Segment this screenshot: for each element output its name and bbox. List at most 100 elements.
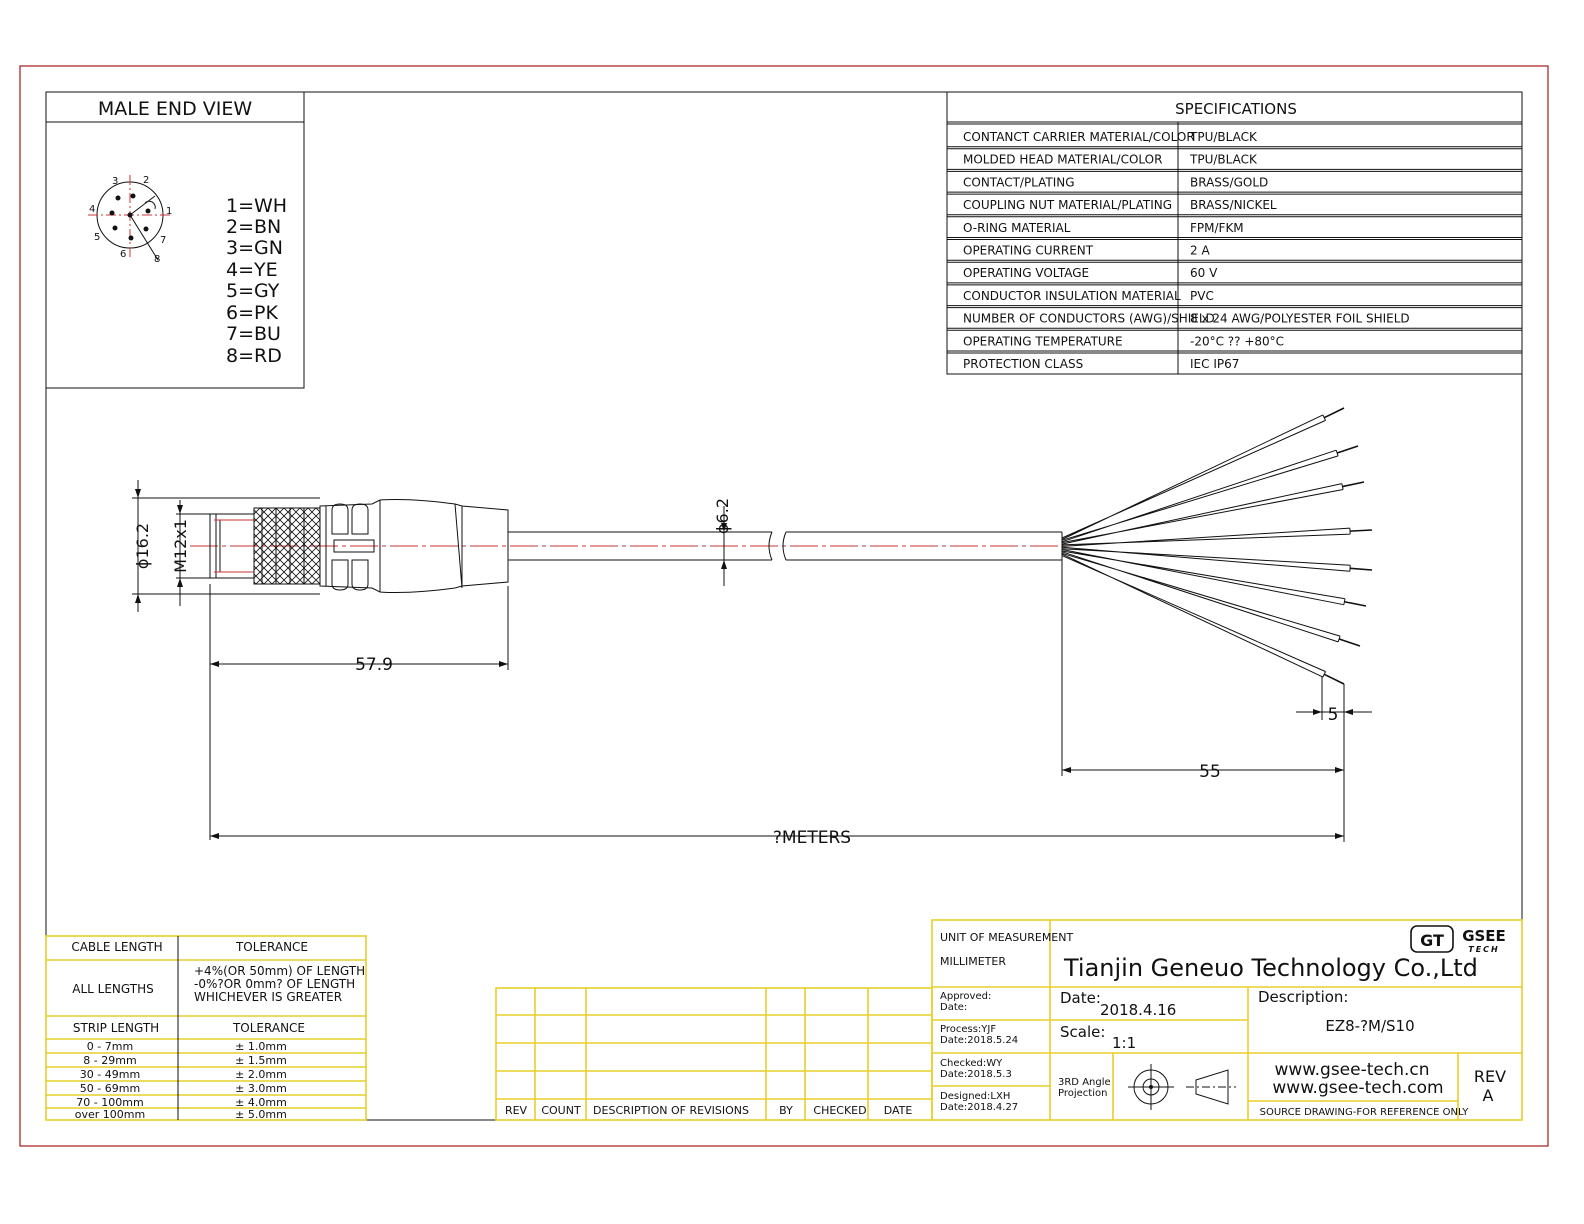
designed-date: Date:2018.4.27 (940, 1102, 1018, 1113)
approved-label: Approved: (940, 991, 991, 1002)
spec-value: 8 x 24 AWG/POLYESTER FOIL SHIELD (1190, 312, 1410, 326)
source-note: SOURCE DRAWING-FOR REFERENCE ONLY (1260, 1107, 1470, 1118)
description-header: DESCRIPTION OF REVISIONS (593, 1104, 749, 1117)
head-length-label: 57.9 (355, 655, 393, 675)
spec-label: OPERATING VOLTAGE (963, 266, 1089, 280)
unit-value: MILLIMETER (940, 955, 1006, 968)
strip-tolerance-header: TOLERANCE (232, 1021, 305, 1035)
pin-number-1: 1 (166, 206, 172, 217)
pin-color-2: 2=BN (226, 216, 281, 238)
spec-label: OPERATING CURRENT (963, 244, 1094, 258)
pin-6 (128, 235, 134, 241)
unit-label: UNIT OF MEASUREMENT (940, 931, 1073, 944)
process-by: Process:YJF (940, 1024, 996, 1035)
strip-short-label: 5 (1328, 705, 1339, 725)
spec-label: OPERATING TEMPERATURE (963, 334, 1123, 348)
pin-number-7: 7 (160, 235, 166, 246)
cable-tolerance-table: CABLE LENGTH TOLERANCE ALL LENGTHS +4%(O… (45, 935, 367, 1121)
process-date: Date:2018.5.24 (940, 1035, 1018, 1046)
strip-row-tolerance: ± 4.0mm (235, 1096, 287, 1109)
all-lengths-line-3: WHICHEVER IS GREATER (194, 990, 342, 1004)
logo-sub: TECH (1468, 945, 1500, 954)
spec-label: CONDUCTOR INSULATION MATERIAL (963, 289, 1181, 303)
revision-table: REV COUNT DESCRIPTION OF REVISIONS BY CH… (495, 987, 933, 1121)
strip-row-length: 50 - 69mm (80, 1082, 140, 1095)
wire-insulation (1061, 527, 1351, 547)
wire-insulation (1061, 553, 1327, 678)
wire-insulation (1061, 551, 1341, 643)
scale-value: 1:1 (1112, 1034, 1136, 1052)
wire-conductor (1344, 600, 1367, 607)
logo-name: GSEE (1462, 927, 1506, 945)
checked-header: CHECKED (813, 1104, 866, 1117)
wire-insulation (1061, 483, 1344, 545)
strip-row-tolerance: ± 1.5mm (235, 1054, 287, 1067)
spec-label: CONTACT/PLATING (963, 175, 1075, 189)
wire-insulation (1061, 549, 1346, 606)
wire-conductor (1323, 407, 1345, 419)
pin-color-8: 8=RD (226, 345, 282, 367)
all-lengths-line-2: -0%?OR 0mm? OF LENGTH (194, 977, 355, 991)
third-angle-projection-symbol (1128, 1064, 1236, 1110)
title-block: UNIT OF MEASUREMENT MILLIMETER Tianjin G… (931, 919, 1523, 1121)
pin-color-4: 4=YE (226, 259, 278, 281)
projection-line-1: 3RD Angle (1058, 1077, 1111, 1088)
cable-tolerance-header: TOLERANCE (235, 940, 308, 954)
specifications-title: SPECIFICATIONS (1175, 100, 1297, 118)
pin-number-8: 8 (154, 254, 160, 265)
spec-label: NUMBER OF CONDUCTORS (AWG)/SHIELD (963, 312, 1215, 326)
spec-value: PVC (1190, 289, 1214, 303)
pin-8-leader (129, 214, 159, 261)
spec-label: MOLDED HEAD MATERIAL/COLOR (963, 153, 1162, 167)
head-label-slot (333, 539, 375, 553)
description-value: EZ8-?M/S10 (1325, 1017, 1414, 1035)
pin-number-6: 6 (120, 249, 126, 260)
wire-conductor (1323, 673, 1345, 685)
website-cn: www.gsee-tech.cn (1274, 1060, 1429, 1080)
wire-conductor (1349, 529, 1373, 532)
scale-label: Scale: (1060, 1023, 1105, 1041)
pin-5 (112, 225, 118, 231)
spec-value: TPU/BLACK (1189, 153, 1258, 167)
pin-number-2: 2 (143, 175, 149, 186)
wire-conductor (1336, 445, 1359, 454)
all-lengths-line-1: +4%(OR 50mm) OF LENGTH (194, 964, 365, 978)
designed-by: Designed:LXH (940, 1091, 1010, 1102)
strip-row-length: 0 - 7mm (87, 1040, 133, 1053)
projection-line-2: Projection (1058, 1088, 1107, 1099)
checked-date: Date:2018.5.3 (940, 1069, 1012, 1080)
spec-label: O-RING MATERIAL (963, 221, 1071, 235)
male-end-view-box: MALE END VIEW 1 2 3 4 5 6 7 8 1=WH 2=BN … (45, 91, 305, 389)
knurled-coupling-nut (253, 507, 321, 585)
checked-by: Checked:WY (940, 1058, 1003, 1069)
thread-label: M12x1 (171, 519, 190, 573)
total-length-label: ?METERS (773, 828, 851, 848)
spec-value: BRASS/GOLD (1190, 175, 1268, 189)
pin-color-6: 6=PK (226, 302, 278, 324)
strip-row-tolerance: ± 5.0mm (235, 1108, 287, 1121)
spec-label: COUPLING NUT MATERIAL/PLATING (963, 198, 1172, 212)
description-label: Description: (1258, 988, 1348, 1006)
pin-number-4: 4 (89, 204, 95, 215)
stripped-wires (1061, 407, 1373, 685)
date-label: Date: (1060, 989, 1101, 1007)
count-header: COUNT (541, 1104, 581, 1117)
spec-value: FPM/FKM (1190, 221, 1244, 235)
cable-diameter-label: ϕ6.2 (713, 498, 732, 534)
by-header: BY (779, 1104, 793, 1117)
male-end-view-title: MALE END VIEW (98, 98, 253, 120)
pin-color-3: 3=GN (226, 237, 283, 259)
pin-3 (115, 195, 121, 201)
date-value: 2018.4.16 (1100, 1001, 1176, 1019)
strip-row-length: 30 - 49mm (80, 1068, 140, 1081)
wire-insulation (1061, 546, 1351, 572)
strip-length-header: STRIP LENGTH (73, 1021, 159, 1035)
wire-insulation (1061, 449, 1339, 543)
wire-insulation (1061, 414, 1327, 540)
pin-1 (145, 208, 151, 214)
wire-conductor (1338, 638, 1361, 647)
company-name: Tianjin Geneuo Technology Co.,Ltd (1063, 954, 1478, 982)
date-header: DATE (884, 1104, 913, 1117)
strip-row-tolerance: ± 3.0mm (235, 1082, 287, 1095)
